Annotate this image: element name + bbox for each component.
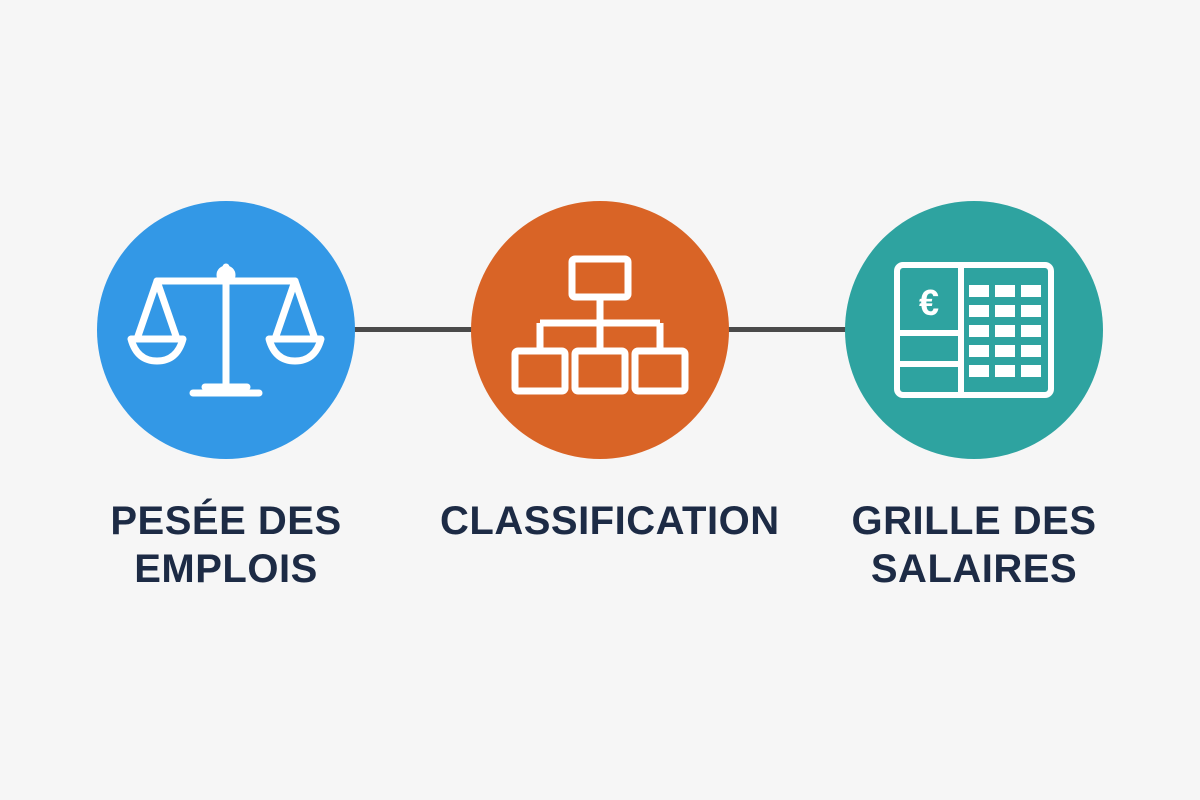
step-circle-classification <box>471 201 729 459</box>
step-label-classification: CLASSIFICATION <box>440 497 780 545</box>
connector-line <box>726 327 851 332</box>
org-chart-icon <box>511 255 689 395</box>
euro-symbol: € <box>919 282 939 323</box>
step-label-salary-grid: GRILLE DES SALAIRES <box>814 497 1134 593</box>
step-label-job-evaluation: PESÉE DES EMPLOIS <box>66 497 386 593</box>
connector-line <box>350 327 475 332</box>
label-line: PESÉE DES <box>110 499 342 543</box>
balance-scale-icon <box>127 263 325 397</box>
label-line: SALAIRES <box>870 547 1078 591</box>
label-line: EMPLOIS <box>134 547 318 591</box>
euro-salary-grid-icon: € <box>894 262 1054 398</box>
label-line: GRILLE DES <box>851 499 1097 543</box>
step-circle-salary-grid: € <box>845 201 1103 459</box>
step-circle-job-evaluation <box>97 201 355 459</box>
label-line: CLASSIFICATION <box>440 499 780 543</box>
